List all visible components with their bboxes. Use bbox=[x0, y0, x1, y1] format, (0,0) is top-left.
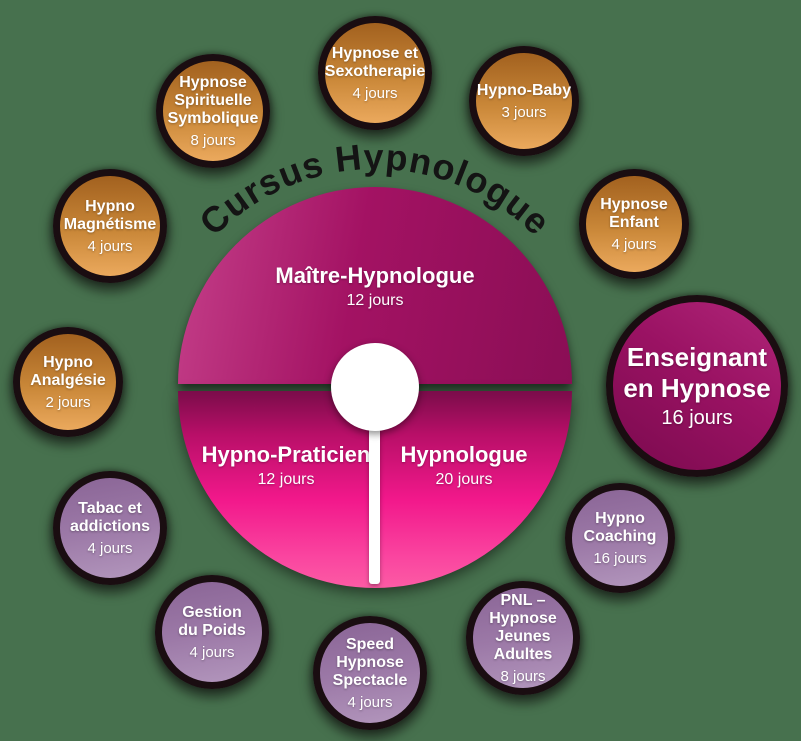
course-circle-hypnose-enfant[interactable]: Hypnose Enfant 4 jours bbox=[579, 169, 689, 279]
course-duration: 8 jours bbox=[500, 667, 546, 685]
course-circle-hypnose-et-sexotherapie[interactable]: Hypnose et Sexotherapie 4 jours bbox=[318, 16, 432, 130]
course-duration: 3 jours bbox=[501, 103, 547, 121]
segment-name: Hypnologue bbox=[400, 442, 528, 467]
course-name-line: Magnétisme bbox=[63, 215, 157, 233]
course-name-line: Analgésie bbox=[30, 371, 106, 389]
course-duration: 16 jours bbox=[661, 407, 733, 429]
course-duration: 4 jours bbox=[87, 539, 133, 557]
course-name-line: Sexotherapie bbox=[324, 62, 426, 80]
course-name-line: Adultes bbox=[493, 645, 553, 663]
course-circle-speed-hypnose-spectacle[interactable]: Speed Hypnose Spectacle 4 jours bbox=[313, 616, 427, 730]
wheel-center-hub bbox=[331, 343, 419, 431]
course-circle-hypno-coaching[interactable]: Hypno Coaching 16 jours bbox=[565, 483, 675, 593]
course-duration: 8 jours bbox=[190, 131, 236, 149]
course-duration: 4 jours bbox=[347, 693, 393, 711]
course-name-line: Tabac et bbox=[78, 499, 142, 517]
course-duration: 4 jours bbox=[352, 84, 398, 102]
course-name-line: Coaching bbox=[583, 527, 657, 545]
course-name-line: Hypno bbox=[85, 197, 135, 215]
course-name-line: Hypno-Baby bbox=[476, 81, 572, 99]
course-duration: 4 jours bbox=[611, 235, 657, 253]
segment-duration: 20 jours bbox=[435, 471, 493, 488]
segment-label-hypno-praticien: Hypno-Praticien 12 jours bbox=[196, 442, 376, 490]
course-name-line: Hypnose bbox=[336, 653, 404, 671]
course-circle-gestion-du-poids[interactable]: Gestion du Poids 4 jours bbox=[155, 575, 269, 689]
course-duration: 4 jours bbox=[189, 643, 235, 661]
course-name-line: Spirituelle bbox=[174, 91, 252, 109]
course-name-line: Jeunes bbox=[495, 627, 551, 645]
course-name-line: Hypnose bbox=[489, 609, 557, 627]
course-duration: 16 jours bbox=[593, 549, 647, 567]
course-name-line: Hypno bbox=[595, 509, 645, 527]
course-circle-hypnose-spirituelle-symbolique[interactable]: Hypnose Spirituelle Symbolique 8 jours bbox=[156, 54, 270, 168]
segment-name: Maître-Hypnologue bbox=[275, 263, 475, 288]
segment-name: Hypno-Praticien bbox=[201, 442, 371, 467]
course-name-line: Enseignant bbox=[626, 342, 768, 372]
course-circle-tabac-et-addictions[interactable]: Tabac et addictions 4 jours bbox=[53, 471, 167, 585]
segment-duration: 12 jours bbox=[346, 292, 404, 309]
course-circle-hypno-baby[interactable]: Hypno-Baby 3 jours bbox=[469, 46, 579, 156]
course-name-line: Enfant bbox=[609, 213, 659, 231]
course-name-line: addictions bbox=[69, 517, 150, 535]
segment-label-maitre: Maître-Hypnologue 12 jours bbox=[178, 263, 572, 311]
segment-duration: 12 jours bbox=[257, 471, 315, 488]
course-circle-hypno-analgesie[interactable]: Hypno Analgésie 2 jours bbox=[13, 327, 123, 437]
wheel-divider-stem bbox=[369, 390, 380, 584]
course-name-line: Gestion bbox=[182, 603, 242, 621]
course-duration: 4 jours bbox=[87, 237, 133, 255]
course-name-line: du Poids bbox=[178, 621, 246, 639]
course-name-line: Spectacle bbox=[332, 671, 408, 689]
course-circle-pnl-hypnose-jeunes-adultes[interactable]: PNL – Hypnose Jeunes Adultes 8 jours bbox=[466, 581, 580, 695]
course-name-line: Hypnose bbox=[600, 195, 668, 213]
course-circle-enseignant-en-hypnose[interactable]: Enseignant en Hypnose 16 jours bbox=[606, 295, 788, 477]
segment-label-hypnologue: Hypnologue 20 jours bbox=[374, 442, 554, 490]
course-circle-hypno-magnetisme[interactable]: Hypno Magnétisme 4 jours bbox=[53, 169, 167, 283]
course-name-line: Speed bbox=[345, 635, 394, 653]
course-name-line: Hypnose bbox=[179, 73, 247, 91]
course-name-line: en Hypnose bbox=[623, 373, 771, 403]
course-name-line: Symbolique bbox=[167, 109, 259, 127]
course-name-line: Hypno bbox=[43, 353, 93, 371]
course-name-line: PNL – bbox=[500, 591, 546, 609]
course-duration: 2 jours bbox=[45, 393, 91, 411]
course-name-line: Hypnose et bbox=[331, 44, 419, 62]
